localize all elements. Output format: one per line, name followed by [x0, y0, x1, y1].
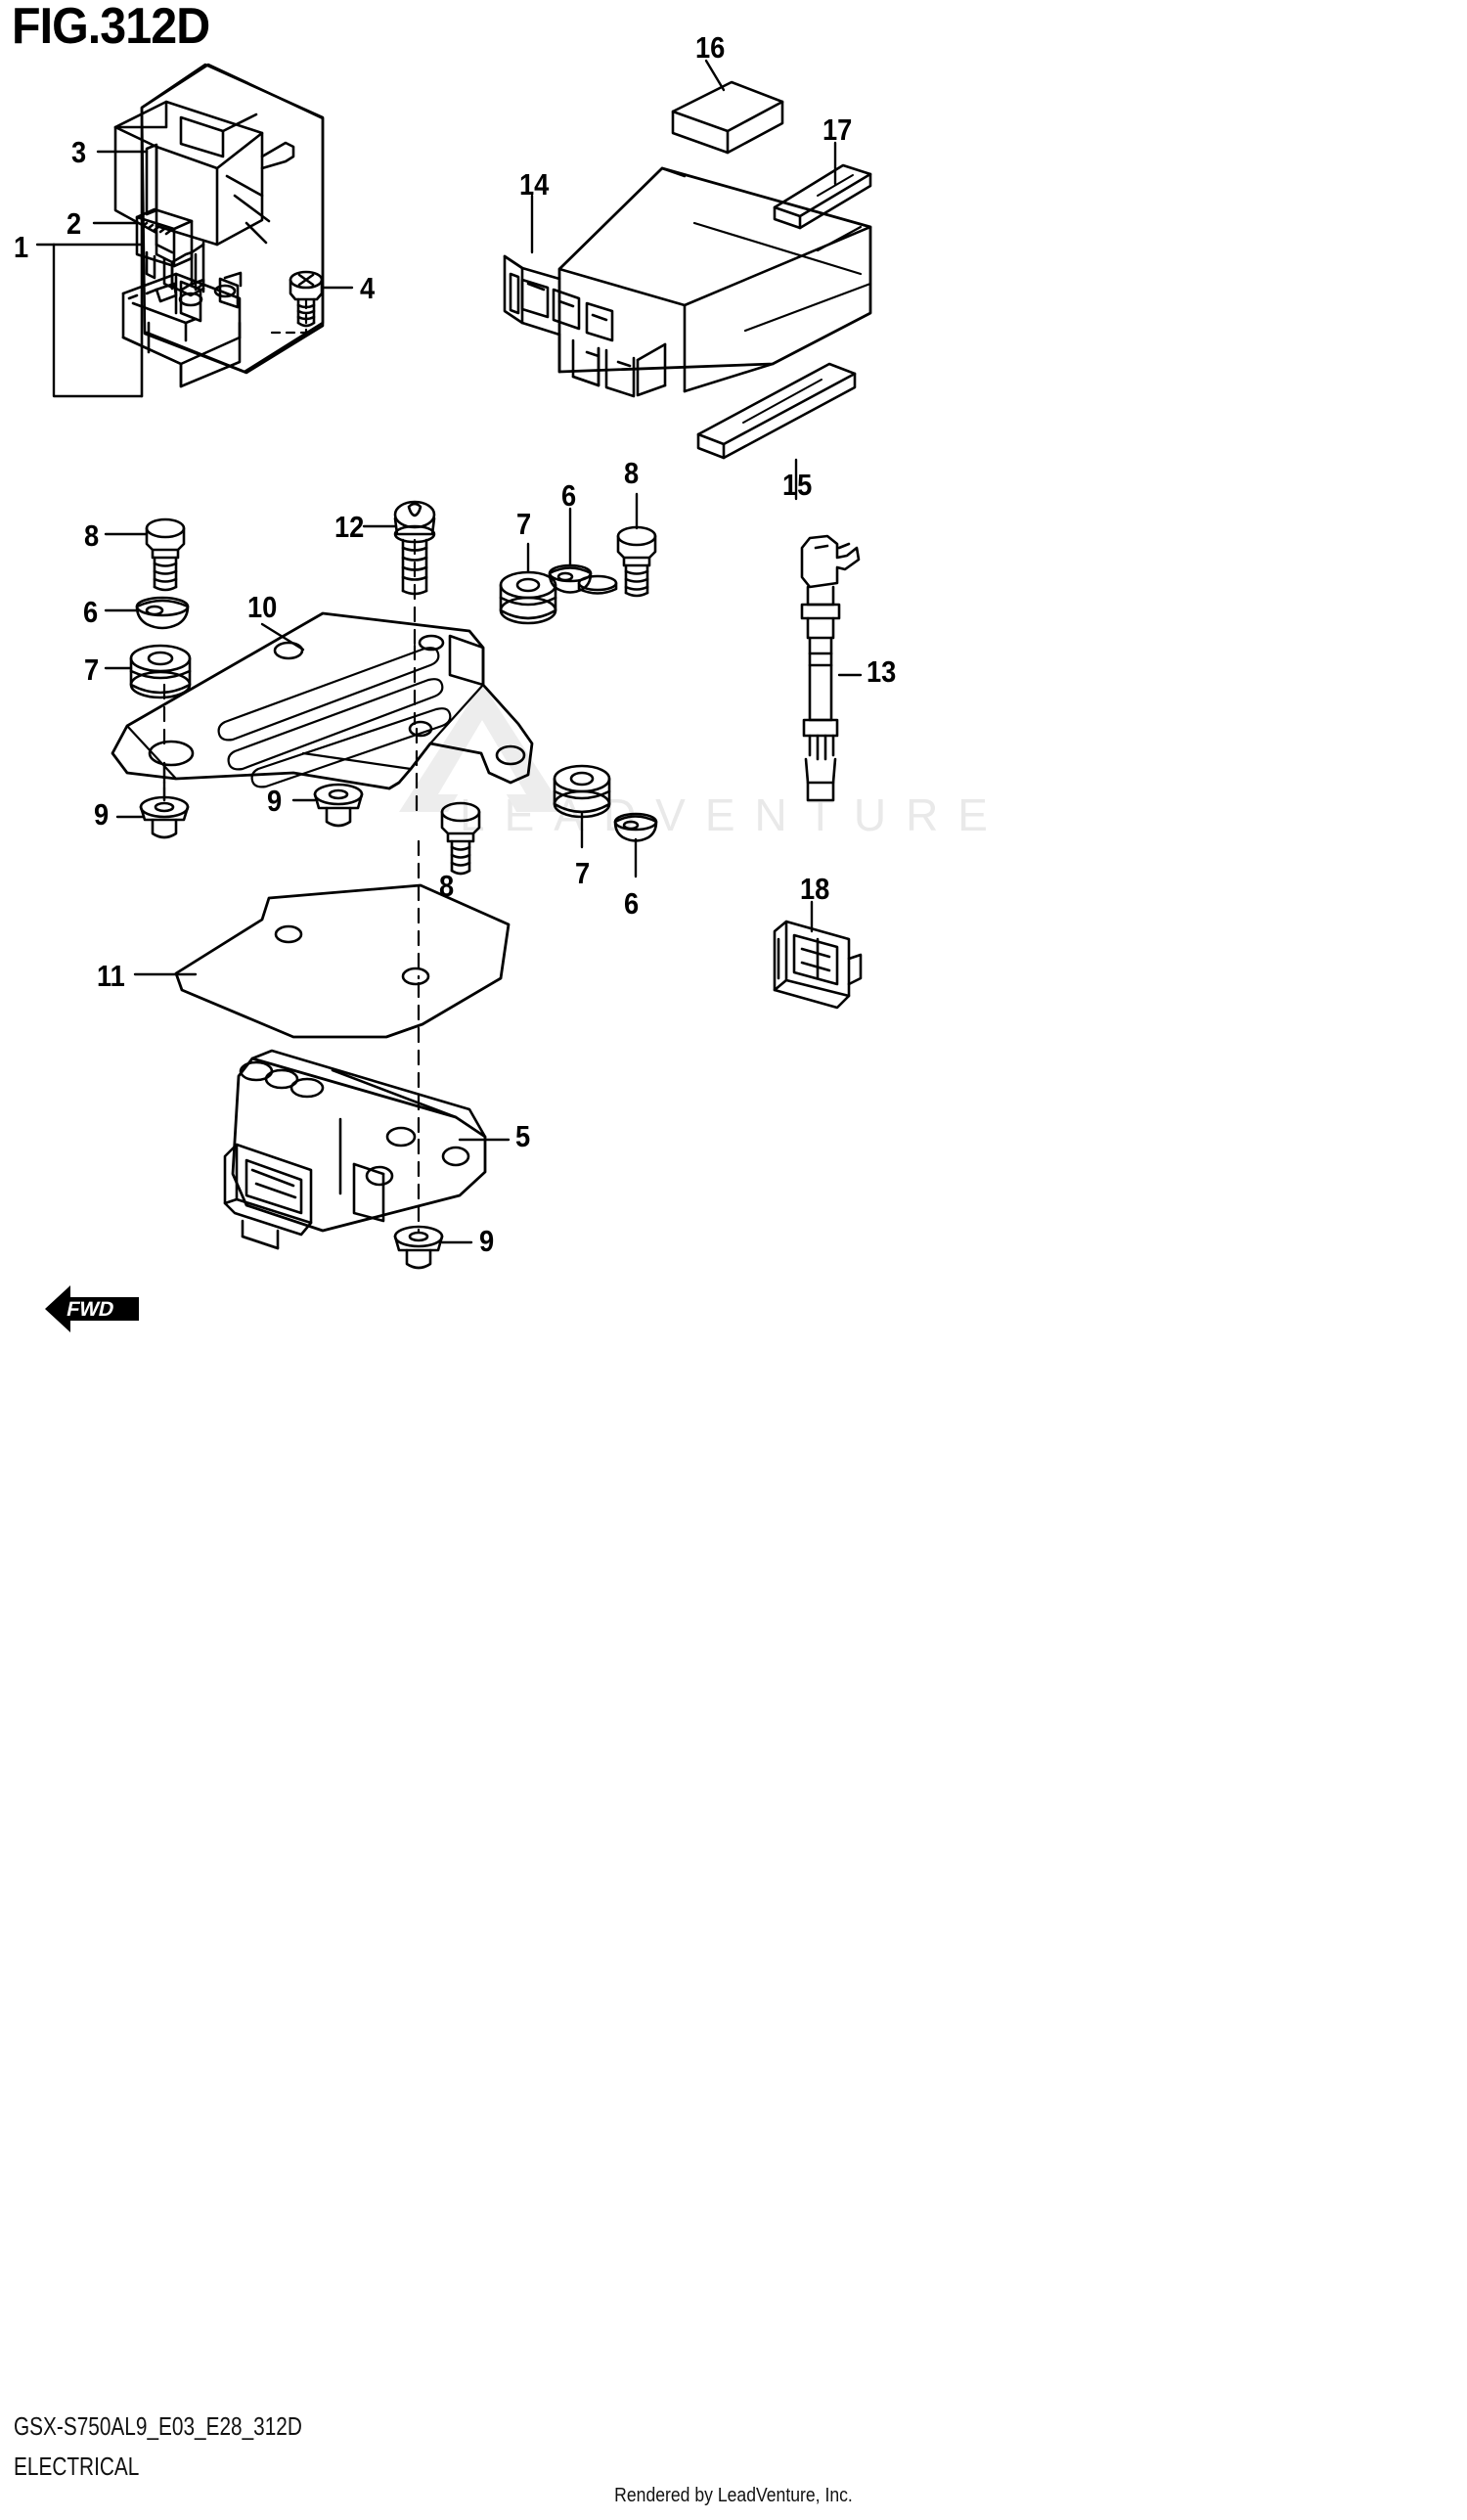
callout-6-upper: 6 [561, 478, 577, 513]
callout-9-bottom: 9 [479, 1224, 495, 1258]
render-credit: Rendered by LeadVenture, Inc. [614, 2485, 853, 2506]
callout-1: 1 [14, 230, 29, 264]
callout-6-lower: 6 [624, 886, 640, 921]
section-name: ELECTRICAL [14, 2452, 140, 2481]
callout-3: 3 [71, 135, 87, 169]
callout-16: 16 [695, 30, 726, 65]
forward-direction-arrow: FWD [45, 1285, 139, 1332]
callout-8-center: 8 [439, 869, 455, 903]
callout-12: 12 [334, 510, 365, 544]
callout-9-left: 9 [94, 797, 110, 832]
callout-4: 4 [360, 271, 376, 305]
callout-18: 18 [800, 872, 830, 906]
callout-8-left: 8 [84, 518, 100, 553]
callout-10: 10 [247, 590, 278, 624]
callout-6-left: 6 [83, 595, 99, 629]
callout-14: 14 [519, 167, 550, 202]
callout-15: 15 [782, 468, 813, 502]
callout-9-center: 9 [267, 784, 283, 818]
figure-code: GSX-S750AL9_E03_E28_312D [14, 2411, 302, 2441]
callout-5: 5 [515, 1119, 531, 1153]
callout-2: 2 [67, 206, 82, 241]
callout-7-left: 7 [84, 652, 100, 687]
callout-13: 13 [867, 654, 897, 689]
callout-7-lower: 7 [575, 856, 591, 890]
callout-17: 17 [822, 112, 853, 147]
callout-11: 11 [97, 959, 125, 993]
page-title: FIG.312D [12, 0, 210, 55]
callout-7-upper: 7 [516, 507, 532, 541]
fwd-label: FWD [65, 1298, 116, 1321]
callout-8-upper: 8 [624, 456, 640, 490]
